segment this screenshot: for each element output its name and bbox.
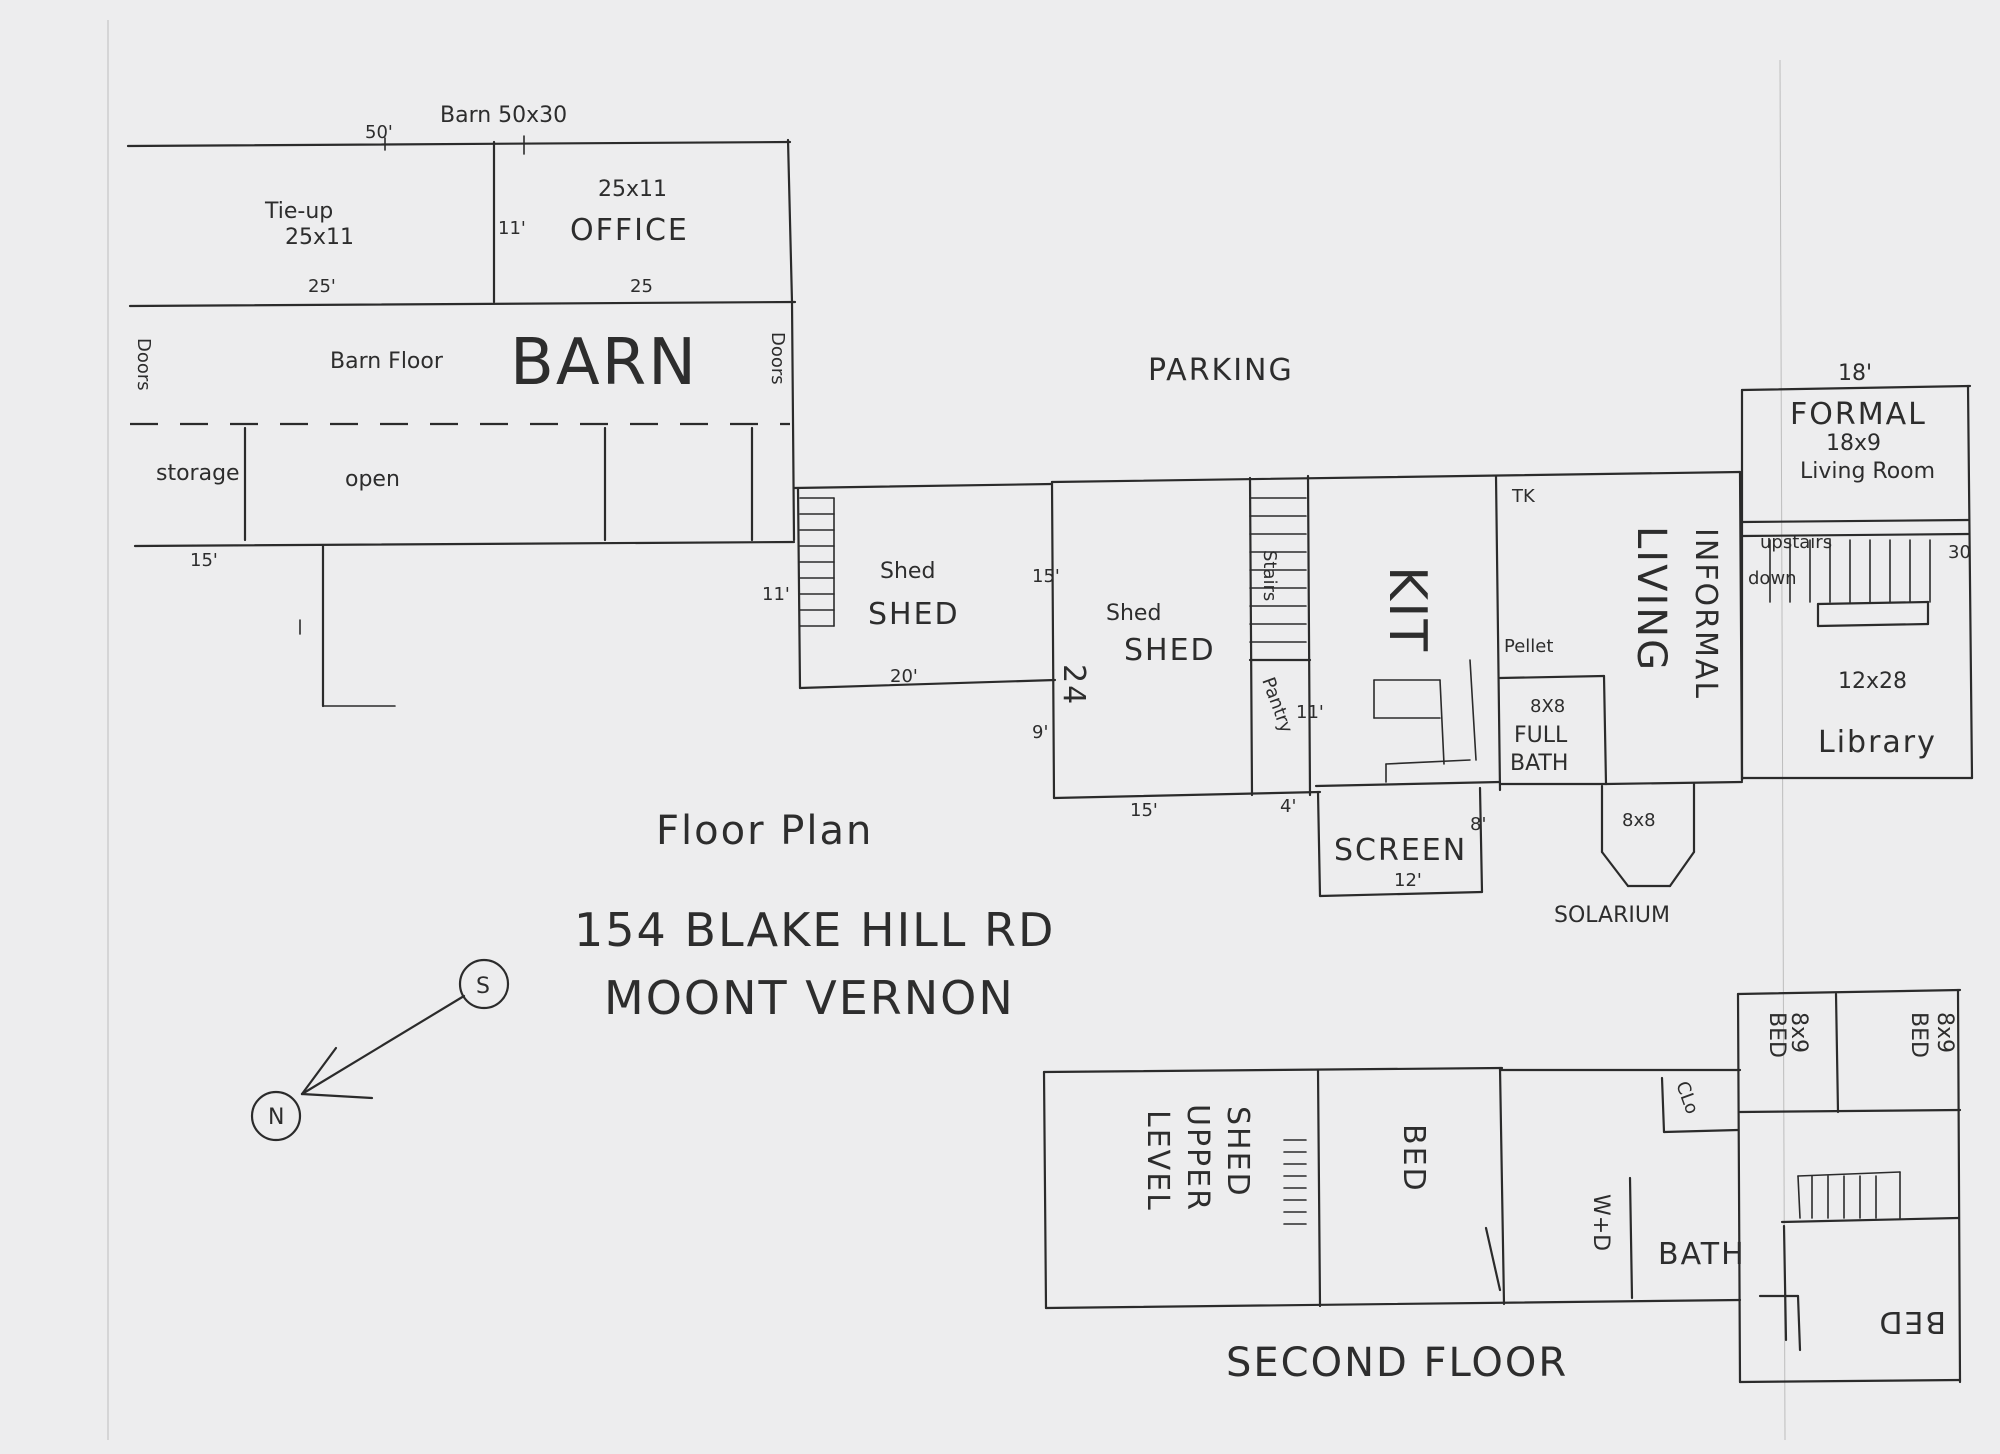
tieup-width: 25' (308, 276, 336, 297)
formal-label: FORMAL (1790, 397, 1927, 432)
compass-south: S (476, 974, 490, 999)
shed-upper-line1: SHED (1220, 1106, 1255, 1198)
full-bath-dim: 8X8 (1530, 696, 1565, 717)
upstairs-label: upstairs (1760, 532, 1832, 553)
storage-label: storage (156, 461, 240, 486)
washer-dryer-label: W+D (1588, 1194, 1613, 1251)
shed1-dim-width: 20' (890, 666, 918, 687)
screen-porch (1316, 786, 1484, 898)
full-bath-line2: BATH (1510, 751, 1568, 776)
barn-doors-left: Doors (133, 338, 154, 391)
tieup-dim: 25x11 (285, 225, 354, 250)
compass-icon (250, 958, 510, 1142)
pantry-width: 4' (1280, 796, 1296, 817)
address-line2: MOONT VERNON (604, 971, 1015, 1025)
shed2-label: SHED (1124, 633, 1216, 668)
second-bed2-dim: 8x9 (1786, 1012, 1811, 1053)
shed2-room (1050, 470, 1742, 800)
second-bath-label: BATH (1658, 1237, 1746, 1272)
informal-living-line1: INFORMAL (1688, 528, 1723, 700)
kitchen-label: KIT (1377, 566, 1437, 653)
tk-label: TK (1511, 486, 1536, 507)
formal-dim: 18x9 (1826, 431, 1881, 456)
margin-guide-right (1779, 59, 1786, 1441)
shed2-dim-side: 24 (1056, 664, 1091, 706)
stairs-label: Stairs (1259, 550, 1280, 601)
barn-label: BARN (510, 326, 698, 400)
shed2-dim-bottom: 15' (1130, 800, 1158, 821)
shed2-label-small: Shed (1106, 601, 1161, 626)
second-bed2-label: BED (1764, 1012, 1789, 1058)
second-bed3-label: BED (1906, 1012, 1931, 1058)
full-bath-room (1498, 674, 1608, 786)
pantry-label: Pantry (1257, 675, 1297, 737)
barn-section (126, 135, 797, 708)
barn-doors-right: Doors (767, 332, 788, 385)
office-label: OFFICE (570, 213, 689, 248)
shed1-label-small: Shed (880, 559, 935, 584)
second-bed4-label: BED (1877, 1304, 1946, 1339)
barn-dim-15: 15' (190, 550, 218, 571)
solarium-dim: 8x8 (1622, 810, 1656, 831)
closet-label: CLo (1671, 1079, 1702, 1117)
shed2-dim-9: 9' (1032, 722, 1048, 743)
parking-label: PARKING (1148, 353, 1294, 388)
second-floor-plan (1042, 988, 1962, 1384)
shed1-label: SHED (868, 597, 960, 632)
tieup-label: Tie-up (264, 199, 333, 224)
library-dim: 12x28 (1838, 669, 1907, 694)
screen-dim-side: 8' (1470, 814, 1486, 835)
solarium-label: SOLARIUM (1554, 903, 1670, 928)
barn-dim-top: 50' (365, 122, 393, 143)
open-label: open (345, 467, 400, 492)
formal-width: 18' (1838, 361, 1872, 386)
pellet-label: Pellet (1504, 636, 1553, 657)
second-bed1-label: BED (1396, 1124, 1431, 1193)
solarium-room (1600, 782, 1696, 888)
shed-upper-line3: LEVEL (1140, 1110, 1175, 1212)
barn-floor-label: Barn Floor (330, 349, 444, 374)
office-width: 25 (630, 276, 653, 297)
second-floor-title: SECOND FLOOR (1226, 1340, 1568, 1386)
formal-library-rooms (1740, 384, 1974, 782)
office-height: 11' (498, 218, 526, 239)
screen-dim: 12' (1394, 870, 1422, 891)
stairs-pantry (1248, 474, 1312, 797)
barn-title: Barn 50x30 (440, 103, 567, 128)
kitchen-room (1314, 474, 1502, 792)
second-bed3-dim: 8x9 (1932, 1012, 1957, 1053)
informal-living-line2: LIVING (1628, 526, 1674, 672)
address-line1: 154 BLAKE HILL RD (574, 903, 1055, 957)
shed1-room (792, 482, 1057, 690)
office-dim: 25x11 (598, 177, 667, 202)
floor-plan-title: Floor Plan (656, 808, 873, 854)
down-label: down (1748, 568, 1797, 589)
shed-upper-line2: UPPER (1180, 1104, 1215, 1212)
shed2-dim-top: 15' (1032, 566, 1060, 587)
pantry-dim: 11' (1296, 702, 1324, 723)
compass-north: N (268, 1105, 284, 1130)
formal-dim-30: 30 (1948, 542, 1971, 563)
shed1-dim-height: 11' (762, 584, 790, 605)
library-label: Library (1818, 725, 1937, 760)
formal-sub: Living Room (1800, 459, 1935, 484)
screen-label: SCREEN (1334, 833, 1467, 868)
full-bath-line1: FULL (1514, 723, 1568, 748)
